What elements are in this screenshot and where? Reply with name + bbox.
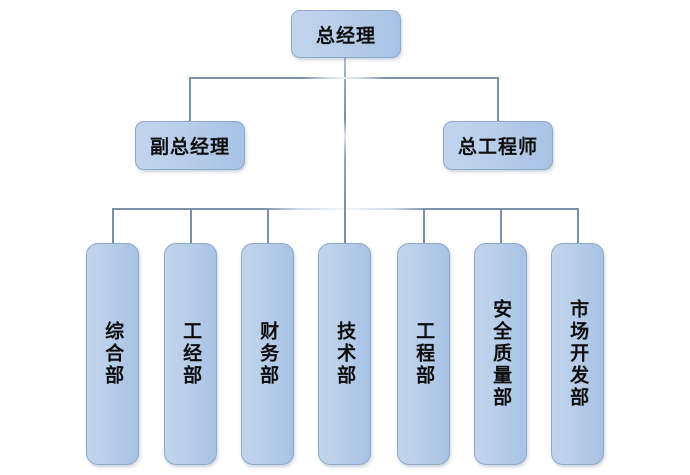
node-label-finance-dept: 财务部 [257,321,279,387]
node-label-industrial-economy-dept: 工经部 [180,321,202,387]
node-label-deputy-general-manager: 副总经理 [149,137,230,158]
node-engineering-dept[interactable]: 工程部 [397,243,450,465]
node-label-general-affairs-dept: 综合部 [102,321,124,387]
connector-drop-market-development-dept [577,208,579,243]
node-general-affairs-dept[interactable]: 综合部 [86,243,139,465]
node-label-engineering-dept: 工程部 [413,321,435,387]
node-industrial-economy-dept[interactable]: 工经部 [164,243,217,465]
node-chief-engineer[interactable]: 总工程师 [443,121,553,170]
connector-rail-level2 [189,77,499,79]
node-deputy-general-manager[interactable]: 副总经理 [135,121,245,170]
connector-drop-general-affairs-dept [112,208,114,243]
node-label-technology-dept: 技术部 [334,321,356,387]
node-safety-quality-dept[interactable]: 安全质量部 [474,243,527,465]
connector-drop-chief-engineer [497,77,499,121]
node-label-safety-quality-dept: 安全质量部 [490,299,512,409]
connector-drop-engineering-dept [423,208,425,243]
node-label-market-development-dept: 市场开发部 [567,299,589,409]
connector-drop-deputy-general-manager [189,77,191,121]
connector-root-stem [344,58,346,209]
connector-drop-finance-dept [267,208,269,243]
node-label-chief-engineer: 总工程师 [457,137,538,158]
connector-drop-industrial-economy-dept [190,208,192,243]
node-label-general-manager: 总经理 [315,25,376,47]
connector-drop-technology-dept [344,208,346,243]
connector-drop-safety-quality-dept [500,208,502,243]
node-general-manager[interactable]: 总经理 [291,10,401,58]
node-finance-dept[interactable]: 财务部 [241,243,294,465]
node-market-development-dept[interactable]: 市场开发部 [551,243,604,465]
node-technology-dept[interactable]: 技术部 [318,243,371,465]
